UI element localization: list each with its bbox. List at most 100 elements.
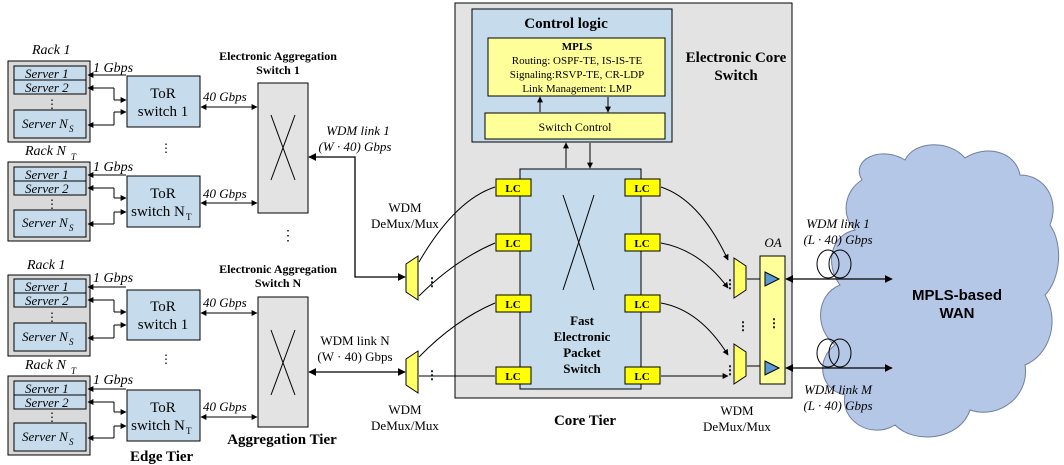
rack-label: Rack N xyxy=(24,144,66,159)
line-card[interactable] xyxy=(624,294,661,313)
server-subscript: S xyxy=(69,437,74,447)
agg-switch-n-title-line1: Electronic Aggregation xyxy=(219,262,337,276)
amplifier-triangle-icon xyxy=(764,360,781,376)
tor-switch[interactable] xyxy=(126,289,201,341)
crossbar-line xyxy=(270,114,296,181)
fiber-spool-icon xyxy=(816,338,840,368)
server-box[interactable] xyxy=(13,292,87,308)
mpls-signaling: Signaling:RSVP-TE, CR-LDP xyxy=(510,69,644,81)
fiber-spool-icon xyxy=(828,338,852,368)
tor-label-line2: switch 1 xyxy=(138,317,188,333)
switch-control-box[interactable] xyxy=(484,112,666,140)
left-wdm-demux[interactable] xyxy=(405,255,419,301)
line-card-label: LC xyxy=(505,299,520,311)
wdm-link-1-label-line1: WDM link 1 xyxy=(326,123,390,138)
server-box[interactable] xyxy=(13,180,87,196)
mpls-box[interactable] xyxy=(487,37,666,97)
wdm-link-n-label-line1: WDM link N xyxy=(320,333,390,348)
server-label: Server N xyxy=(22,429,69,444)
crossbar-line xyxy=(270,329,296,396)
server-label: Server 1 xyxy=(25,66,69,81)
wan-cloud[interactable] xyxy=(820,144,1060,438)
server-label: Server 2 xyxy=(25,80,69,95)
fiber-line xyxy=(418,186,496,263)
left-demux-bottom-label-line2: DeMux/Mux xyxy=(371,418,439,433)
core-switch-title-line1: Electronic Core xyxy=(686,50,787,66)
server-label: Server 1 xyxy=(25,279,69,294)
mpls-link-management: Link Management: LMP xyxy=(522,83,631,95)
rack-label: Rack 1 xyxy=(31,43,70,58)
edge-group-2: Rack N T Server 1 Server 2 ⋮ Server N S … xyxy=(7,144,258,242)
server-label: Server 2 xyxy=(25,293,69,308)
server-label: Server 2 xyxy=(25,181,69,196)
fiber-line xyxy=(418,242,496,297)
link-speed-label: 1 Gbps xyxy=(93,160,134,175)
fiber-line xyxy=(660,242,729,289)
server-label: Server N xyxy=(22,329,69,344)
wdm-link-n-label-line2: (W · 40) Gbps xyxy=(317,349,392,364)
server-label: Server 1 xyxy=(25,381,69,396)
fast-electronic-packet-switch[interactable] xyxy=(519,168,642,390)
link-speed-label: 1 Gbps xyxy=(93,373,134,388)
wdm-link-1-arrow xyxy=(308,153,406,281)
control-logic-title: Control logic xyxy=(524,16,608,32)
wan-label-line1: MPLS-based xyxy=(912,287,1002,304)
server-box[interactable] xyxy=(13,109,87,139)
uplink-speed-label: 40 Gbps xyxy=(203,186,247,201)
ellipsis-vertical: ⋮ xyxy=(281,229,295,244)
left-demux-bottom-label-line1: WDM xyxy=(388,402,422,417)
fabric-label-line1: Fast xyxy=(570,313,595,328)
line-card-label: LC xyxy=(505,371,520,383)
wan-link-1-label-line2: (L · 40) Gbps xyxy=(803,232,872,247)
server-box[interactable] xyxy=(13,209,87,238)
rack-label: Rack 1 xyxy=(26,258,65,273)
line-card[interactable] xyxy=(495,294,532,313)
edge-tier-label: Edge Tier xyxy=(130,449,194,465)
ellipsis-vertical: ⋮ xyxy=(160,141,172,155)
left-wdm-demux-bottom[interactable] xyxy=(405,350,419,394)
right-demux-label-line1: WDM xyxy=(720,403,754,418)
rack-label: Rack N xyxy=(24,358,66,373)
tor-label-line2: switch 1 xyxy=(138,104,188,120)
aggregation-tier-label: Aggregation Tier xyxy=(227,432,337,448)
fabric-label-line4: Switch xyxy=(563,361,601,376)
line-card[interactable] xyxy=(495,178,532,197)
line-card-label: LC xyxy=(634,183,649,195)
core-switch-title-line2: Switch xyxy=(714,68,758,84)
fabric-label-line2: Electronic xyxy=(554,329,611,344)
server-label: Server N xyxy=(22,116,69,131)
right-wdm-mux[interactable] xyxy=(733,257,747,299)
link-speed-label: 1 Gbps xyxy=(93,61,134,76)
tor-switch[interactable] xyxy=(126,175,201,228)
right-wdm-mux-bottom[interactable] xyxy=(733,343,747,385)
fiber-line xyxy=(660,302,729,356)
ellipsis-vertical: ⋮ xyxy=(46,310,58,324)
link-speed-label: 1 Gbps xyxy=(93,271,134,286)
server-label: Server N xyxy=(22,215,69,230)
server-box[interactable] xyxy=(13,422,87,452)
server-box[interactable] xyxy=(13,79,87,95)
line-card-label: LC xyxy=(505,238,520,250)
line-card[interactable] xyxy=(495,366,532,385)
switch-control-label: Switch Control xyxy=(538,120,612,134)
server-box[interactable] xyxy=(13,394,87,410)
tor-label-line1: ToR xyxy=(150,186,176,202)
tor-switch[interactable] xyxy=(126,75,201,128)
tor-label-line2: switch N xyxy=(131,418,185,434)
fiber-line xyxy=(418,302,496,358)
line-card[interactable] xyxy=(624,366,661,385)
left-demux-label-line1: WDM xyxy=(388,200,422,215)
fiber-spool-icon xyxy=(816,249,840,279)
line-card[interactable] xyxy=(624,233,661,252)
core-tier-label: Core Tier xyxy=(554,413,616,429)
ellipsis-vertical: ⋮ xyxy=(46,97,58,111)
ellipsis-vertical: ⋮ xyxy=(737,319,749,333)
tor-switch[interactable] xyxy=(126,389,201,442)
agg-switch-n-title-line2: Switch N xyxy=(255,276,302,290)
line-card[interactable] xyxy=(624,178,661,197)
rack-subscript: T xyxy=(71,366,77,376)
tor-label-line1: ToR xyxy=(150,86,176,102)
line-card[interactable] xyxy=(495,233,532,252)
server-box[interactable] xyxy=(13,322,87,352)
